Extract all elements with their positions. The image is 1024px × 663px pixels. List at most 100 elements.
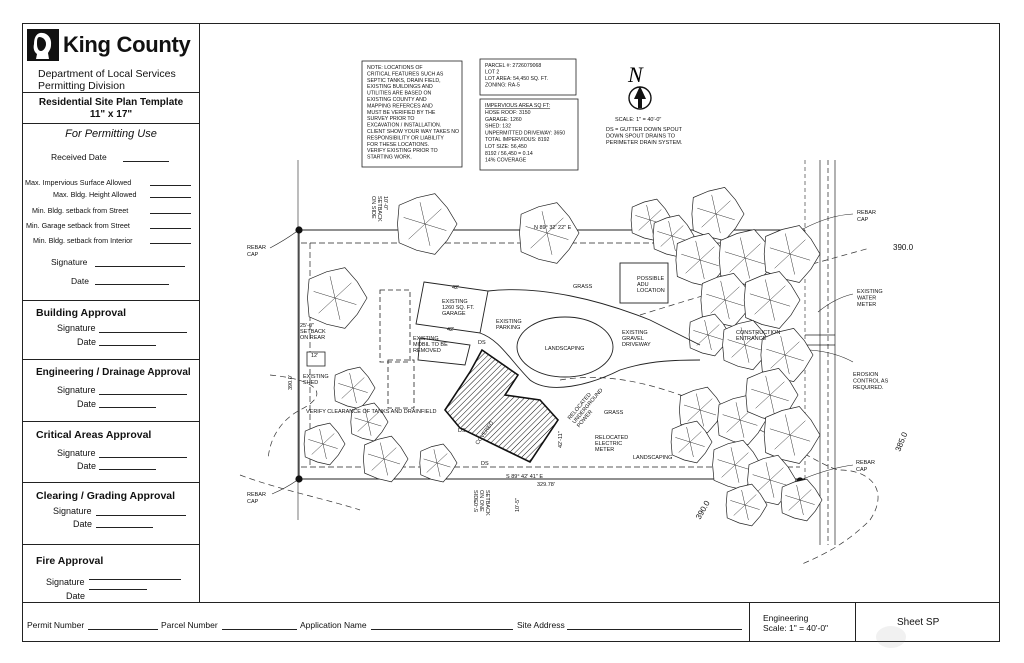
fire-line-2[interactable] xyxy=(89,589,147,590)
parkingText-line: PARKING xyxy=(496,325,520,331)
noteText-line: STARTING WORK. xyxy=(367,155,412,161)
tree-icon xyxy=(780,478,823,522)
ds-label-3: DS xyxy=(478,340,486,346)
ds-label-2: DS xyxy=(481,461,489,467)
existing-mobil xyxy=(379,289,415,409)
setbackRear-line: ON REAR xyxy=(300,335,325,341)
application-name-line[interactable] xyxy=(371,629,513,630)
erosionText-line: EROSION xyxy=(853,372,878,378)
ds-label-1: DS xyxy=(458,428,466,434)
dim-bottom: 329.78' xyxy=(537,482,555,488)
interior-setback-line[interactable] xyxy=(150,243,191,244)
interior-setback-label: Min. Bldg. setback from Interior xyxy=(33,236,133,245)
tree-icon xyxy=(350,402,389,442)
engineering-approval-title: Engineering / Drainage Approval xyxy=(36,367,191,378)
clearing-date-line[interactable] xyxy=(96,527,153,528)
tree-icon xyxy=(725,483,768,527)
setbackRear-line: SETBACK xyxy=(300,329,326,335)
tree-icon xyxy=(691,187,745,241)
impText-line: 8192 / 56,450 = 0.14 xyxy=(485,151,533,157)
building-signature-label: Signature xyxy=(57,323,96,333)
scale-label: Scale: 1" = 40'-0" xyxy=(763,623,829,633)
rebar-label-ne-2: CAP xyxy=(857,217,869,223)
garage-setback-line[interactable] xyxy=(150,228,191,229)
critical-signature-label: Signature xyxy=(57,448,96,458)
contour-390b-label: 390.0 xyxy=(694,499,712,521)
divider xyxy=(749,603,750,642)
setbackRear-line: 25'-0" xyxy=(300,323,314,329)
garage-setback-label: Min. Garage setback from Street xyxy=(26,221,130,230)
verify-clearance-label: VERIFY CLEARANCE OF TANKS AND DRAINFIELD xyxy=(306,409,437,415)
site-address-label: Site Address xyxy=(517,620,565,630)
gravelText-line: DRIVEWAY xyxy=(622,342,651,348)
template-name: Residential Site Plan Template xyxy=(38,97,184,108)
noteText-line: FOR THESE LOCATIONS. xyxy=(367,142,429,148)
constText-line: ENTRANCE xyxy=(736,336,767,342)
tree-icon xyxy=(363,435,409,483)
meterText-line: ELECTRIC xyxy=(595,441,622,447)
erosionText-line: REQUIRED. xyxy=(853,385,884,391)
king-county-emblem-icon xyxy=(27,29,59,61)
max-height-label: Max. Bldg. Height Allowed xyxy=(53,190,137,199)
max-impervious-line[interactable] xyxy=(150,185,191,186)
rebar-label-sw-2: CAP xyxy=(247,499,259,505)
tree-icon xyxy=(700,273,754,327)
divider xyxy=(23,421,199,422)
fire-signature-label: Signature xyxy=(46,577,85,587)
received-date-line[interactable] xyxy=(123,161,169,162)
fire-signature-line[interactable] xyxy=(89,579,181,580)
tree-icon xyxy=(519,202,580,264)
building-signature-line[interactable] xyxy=(99,332,187,333)
permit-number-line[interactable] xyxy=(88,629,158,630)
critical-signature-line[interactable] xyxy=(99,457,187,458)
garageText-line: EXISTING xyxy=(442,299,468,305)
relocated-power-label: RELOCATEDUNDERGROUNDPOWER xyxy=(567,384,609,429)
tree-icon xyxy=(763,225,821,283)
dim-390-left: 390.0' xyxy=(288,375,294,390)
dept-line-1: Department of Local Services xyxy=(38,68,176,80)
tree-icon xyxy=(760,328,814,382)
department-name: Department of Local Services Permitting … xyxy=(38,68,176,92)
parcel-number-label: Parcel Number xyxy=(161,620,218,630)
date-line[interactable] xyxy=(95,284,169,285)
side-setback-label: SETBACKON ONESIDE xyxy=(472,490,490,516)
shed-dim: 12' xyxy=(311,353,318,359)
max-impervious-label: Max. Impervious Surface Allowed xyxy=(25,178,132,187)
divider xyxy=(23,482,199,483)
clearing-signature-line[interactable] xyxy=(96,515,186,516)
clearing-signature-label: Signature xyxy=(53,506,92,516)
signature-line[interactable] xyxy=(95,266,185,267)
sideSetback-line: SETBACK xyxy=(484,490,490,516)
tree-icon xyxy=(763,406,821,464)
dim-5: 5'-0" xyxy=(474,501,480,512)
clearing-date-label: Date xyxy=(73,519,93,529)
noteText-line: NOTE: LOCATIONS OF xyxy=(367,65,423,71)
max-height-line[interactable] xyxy=(150,197,191,198)
dim-10: 10'-5" xyxy=(515,498,521,512)
king-county-logo: King County xyxy=(27,28,191,62)
erosionText-line: CONTROL AS xyxy=(853,379,889,385)
rebar-label-sw: REBAR xyxy=(247,492,266,498)
critical-date-line[interactable] xyxy=(99,469,156,470)
parcel-number-line[interactable] xyxy=(222,629,297,630)
site-address-line[interactable] xyxy=(567,629,742,630)
dim-42-11: 42'-11" xyxy=(558,431,564,448)
tree-icon xyxy=(743,271,801,329)
constText-line: CONSTRUCTION xyxy=(736,330,780,336)
engineering-signature-line[interactable] xyxy=(99,394,187,395)
engineering-date-line[interactable] xyxy=(99,407,156,408)
north-letter: N xyxy=(627,62,644,87)
building-date-line[interactable] xyxy=(99,345,156,346)
clearing-grading-title: Clearing / Grading Approval xyxy=(36,490,176,502)
driveway xyxy=(417,289,701,388)
tree-icon xyxy=(333,366,376,410)
garage-dim-bottom: 42' xyxy=(447,327,454,333)
setback-street-line[interactable] xyxy=(150,213,191,214)
tree-icon xyxy=(303,422,346,466)
